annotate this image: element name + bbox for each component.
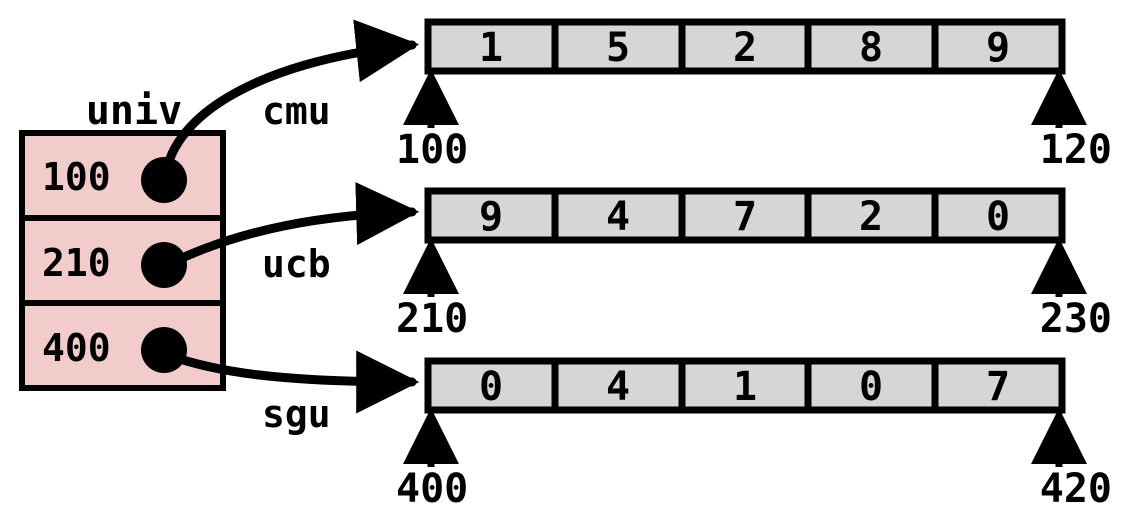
array-start-label: 400 [396, 466, 468, 512]
pointer-slot-0[interactable]: 100 [19, 130, 226, 221]
pointer-table-title: univ [86, 88, 182, 134]
pointer-edge-label-ucb: ucb [262, 242, 331, 286]
array-cell-value[interactable]: 7 [733, 194, 757, 240]
pointer-slot-value: 100 [42, 155, 111, 199]
pointer-slot-value: 210 [42, 241, 111, 285]
array-outer-box [424, 187, 1066, 244]
array-cell-value[interactable]: 2 [859, 194, 883, 240]
array-end-label: 420 [1040, 466, 1112, 512]
pointer-edge-sgu [163, 350, 420, 414]
pointer-dot [141, 327, 187, 373]
pointer-edge-ucb [161, 182, 420, 270]
array-cell-value[interactable]: 8 [859, 25, 883, 71]
array-end-label: 230 [1040, 296, 1112, 342]
array-cell-value[interactable]: 1 [479, 25, 503, 71]
pointer-slot-1[interactable]: 210 [19, 215, 226, 306]
array-outer-box [424, 18, 1066, 75]
array-row-1: 9 4 7 2 0 210 230 [396, 187, 1112, 342]
array-cell-value[interactable]: 4 [606, 194, 630, 240]
array-row-2: 0 4 1 0 7 400 420 [396, 357, 1112, 512]
array-cell-value[interactable]: 1 [733, 364, 757, 410]
pointer-edge-label-sgu: sgu [262, 392, 331, 436]
pointer-slot-2[interactable]: 400 [19, 300, 226, 391]
array-start-label: 210 [396, 296, 468, 342]
array-cell-value[interactable]: 9 [986, 25, 1010, 71]
array-start-label: 100 [396, 127, 468, 173]
array-cell-value[interactable]: 0 [859, 364, 883, 410]
array-cell-value[interactable]: 2 [733, 25, 757, 71]
pointer-edge-label-cmu: cmu [262, 89, 331, 133]
array-cell-value[interactable]: 0 [986, 194, 1010, 240]
pointer-slot-box [19, 300, 226, 391]
array-row-0: 1 5 2 8 9 100 120 [396, 18, 1112, 173]
array-cell-value[interactable]: 0 [479, 364, 503, 410]
array-cell-value[interactable]: 5 [606, 25, 630, 71]
array-end-label: 120 [1040, 127, 1112, 173]
pointer-edge-cmu [160, 19, 420, 187]
array-cell-value[interactable]: 9 [479, 194, 503, 240]
array-cell-value[interactable]: 7 [986, 364, 1010, 410]
pointer-slot-value: 400 [42, 326, 111, 370]
array-outer-box [424, 357, 1066, 414]
array-cell-value[interactable]: 4 [606, 364, 630, 410]
